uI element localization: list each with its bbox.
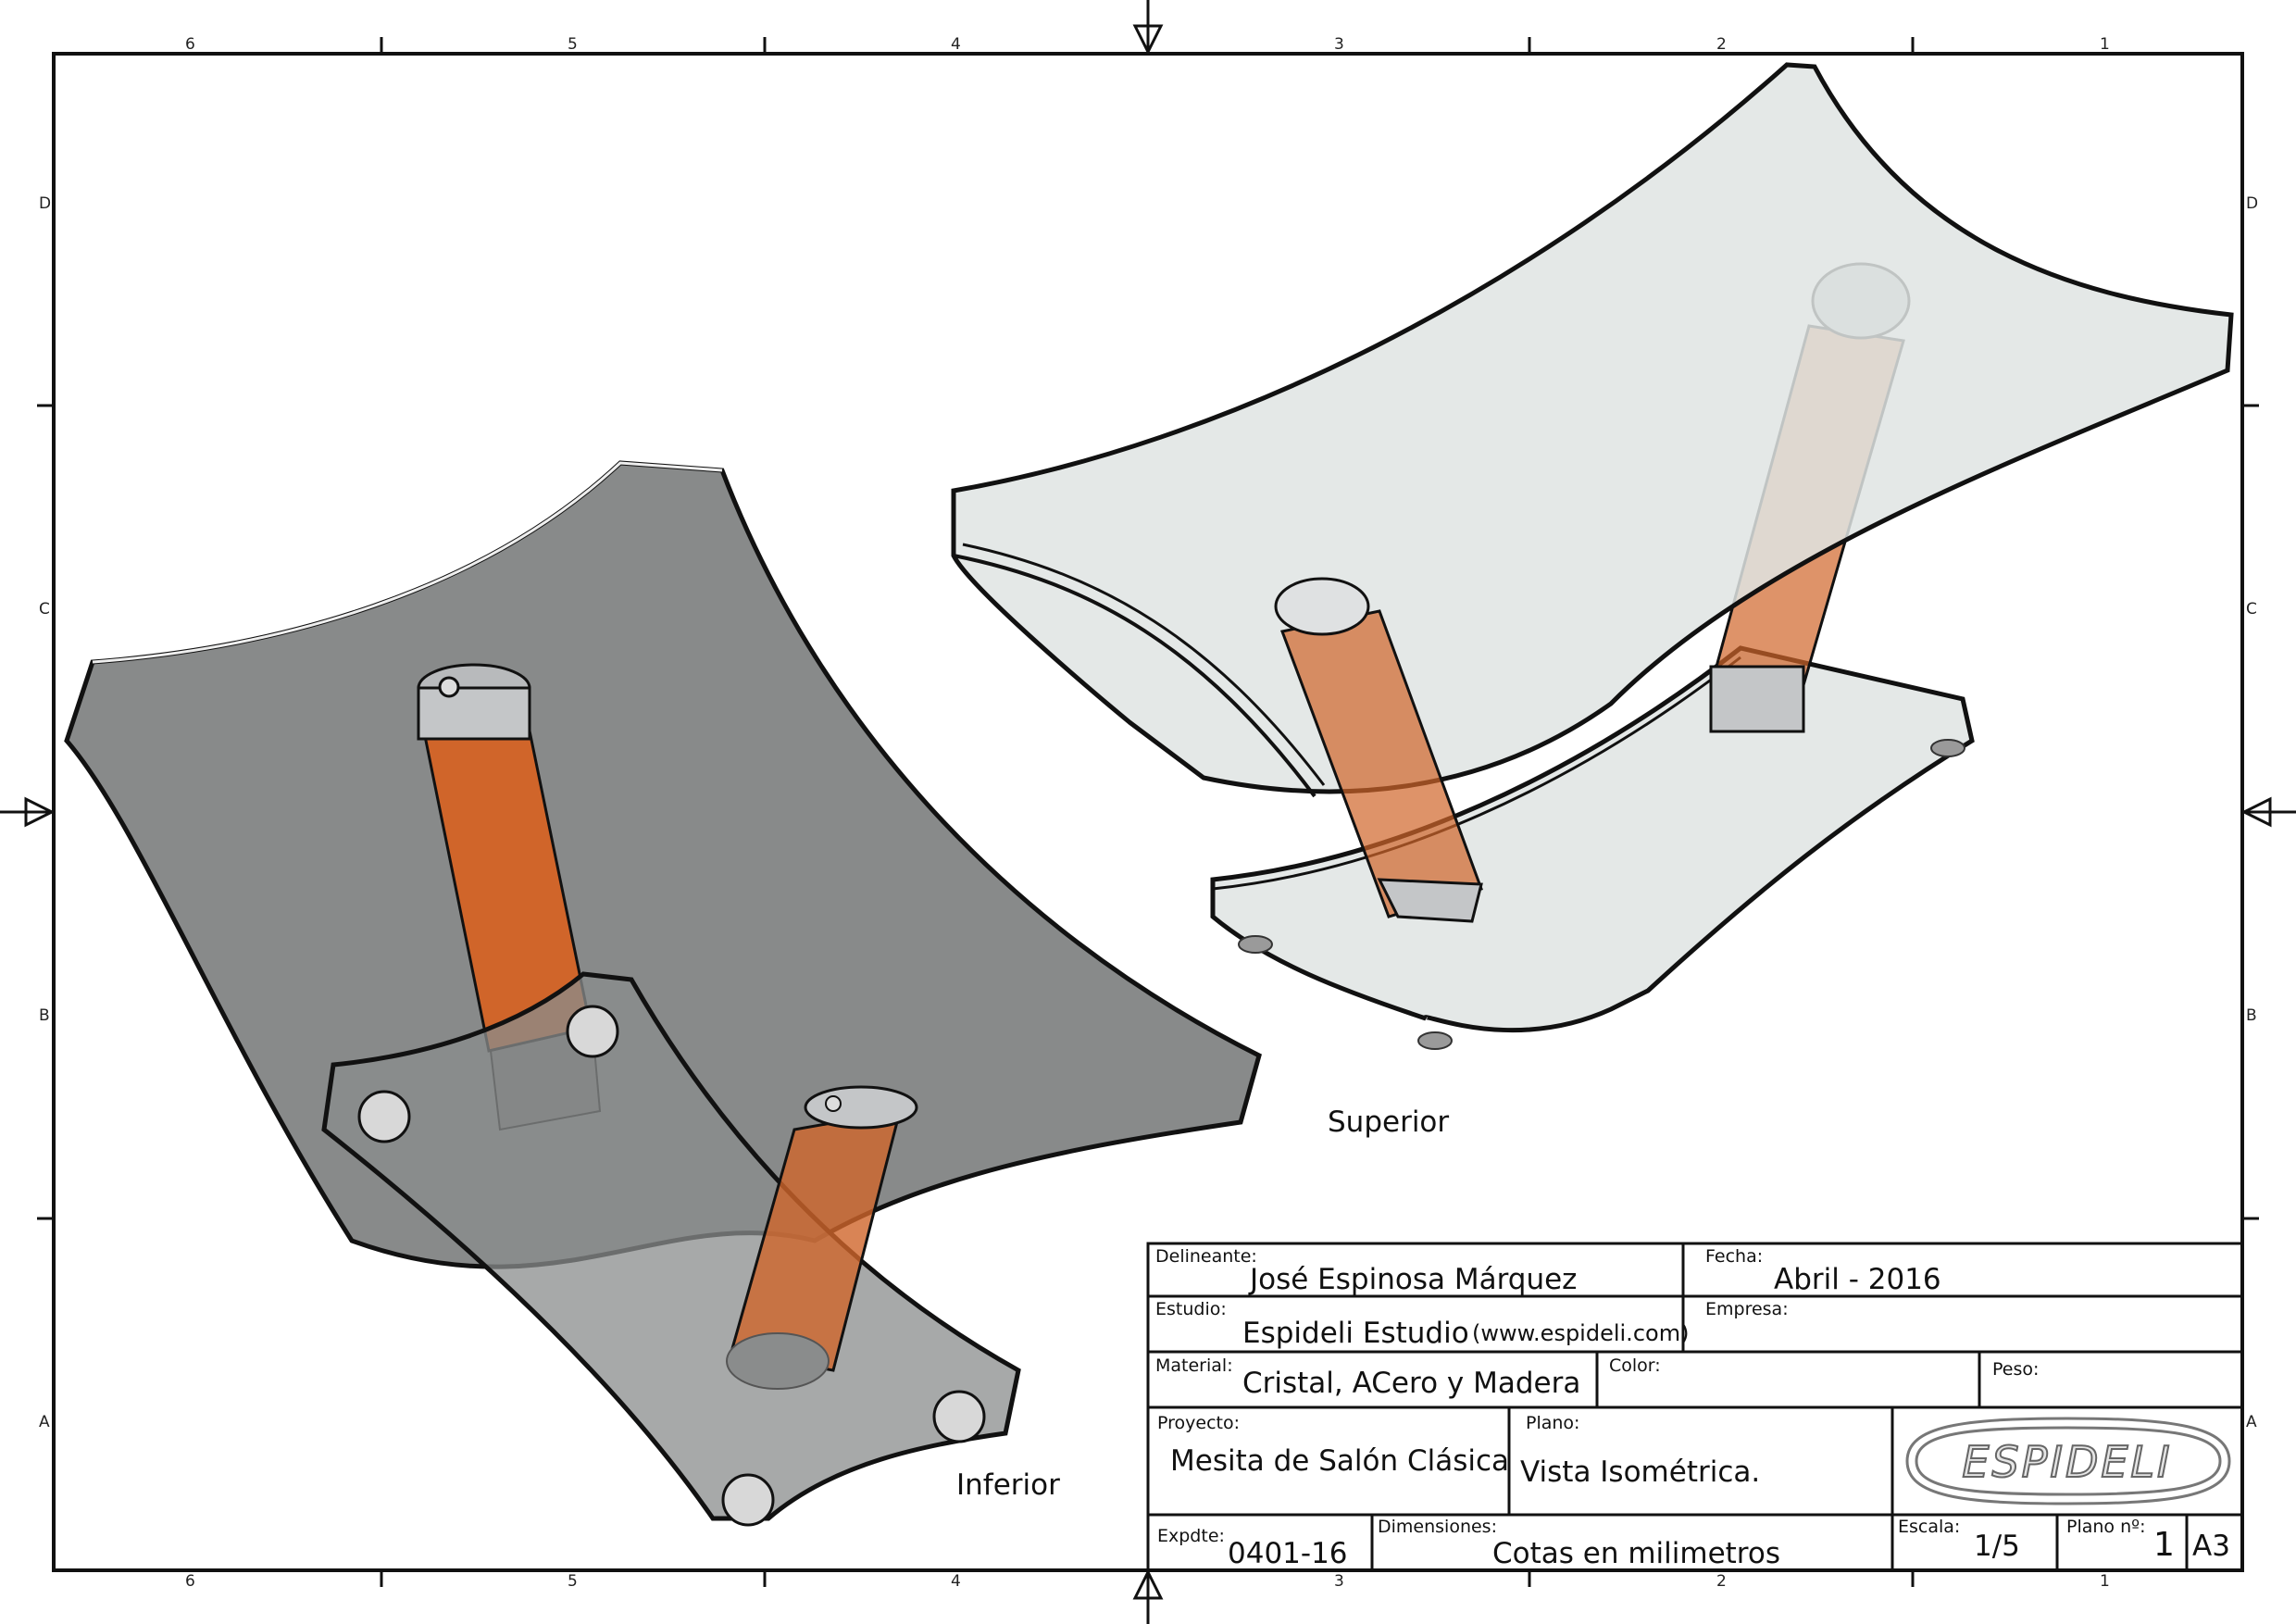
glass-top-top-view (951, 62, 2234, 794)
zone-col-4-top: 4 (951, 35, 961, 54)
view-label-inferior: Inferior (956, 1468, 1060, 1502)
proyecto-value: Mesita de Salón Clásica (1170, 1444, 1510, 1478)
fecha-label: Fecha: (1705, 1246, 1764, 1267)
estudio-label: Estudio: (1155, 1299, 1227, 1319)
color-label: Color: (1609, 1355, 1661, 1376)
espideli-logo: ESPIDELI (1961, 1436, 2173, 1488)
base-plate-top-view (1210, 645, 1975, 1032)
zone-col-5-bottom: 5 (568, 1572, 578, 1591)
zone-row-a-right: A (2246, 1413, 2257, 1431)
feet-bottom-view (357, 1005, 986, 1527)
dimensiones-label: Dimensiones: (1378, 1517, 1497, 1537)
zone-col-2-bottom: 2 (1716, 1572, 1727, 1591)
zone-col-2-top: 2 (1716, 35, 1727, 54)
zone-row-c-left: C (39, 600, 50, 618)
zone-col-3-top: 3 (1334, 35, 1344, 54)
zone-row-d-right: D (2246, 194, 2259, 213)
delineante-value: José Espinosa Márquez (1250, 1263, 1578, 1296)
estudio-value: Espideli Estudio (1242, 1317, 1469, 1350)
peso-label: Peso: (1992, 1359, 2040, 1380)
bottom-view-drawing (64, 460, 1262, 1527)
empresa-label: Empresa: (1705, 1299, 1789, 1319)
estudio-web: (www.espideli.com) (1472, 1320, 1690, 1346)
escala-label: Escala: (1898, 1517, 1961, 1537)
zone-row-b-left: B (39, 1006, 50, 1025)
zone-row-a-left: A (39, 1413, 50, 1431)
leg-front-top-view (1274, 577, 1483, 923)
material-label: Material: (1155, 1355, 1233, 1376)
delineante-label: Delineante: (1155, 1246, 1257, 1267)
expdte-value: 0401-16 (1228, 1537, 1348, 1570)
row-ticks (37, 404, 2259, 1220)
view-label-superior: Superior (1328, 1106, 1450, 1139)
plano-value: Vista Isométrica. (1520, 1455, 1761, 1489)
zone-col-6-bottom: 6 (185, 1572, 195, 1591)
feet-top-view (1238, 739, 1965, 1050)
material-value: Cristal, ACero y Madera (1242, 1367, 1581, 1400)
sheet-size: A3 (2192, 1530, 2230, 1563)
title-block-grid (1146, 1242, 2244, 1572)
fecha-value: Abril - 2016 (1774, 1263, 1941, 1296)
zone-col-1-bottom: 1 (2100, 1572, 2110, 1591)
expdte-label: Expdte: (1157, 1526, 1225, 1546)
plano-no-value: 1 (2153, 1526, 2175, 1564)
zone-col-3-bottom: 3 (1334, 1572, 1344, 1591)
zone-row-d-left: D (39, 194, 52, 213)
escala-value: 1/5 (1974, 1530, 2020, 1563)
zone-col-4-bottom: 4 (951, 1572, 961, 1591)
zone-col-6-top: 6 (185, 35, 195, 54)
espideli-logo-frame (1905, 1417, 2231, 1505)
plano-label: Plano: (1526, 1413, 1580, 1433)
plano-no-label: Plano nº: (2066, 1517, 2146, 1537)
column-ticks (380, 37, 1915, 1587)
top-view-drawing (951, 62, 2234, 1050)
proyecto-label: Proyecto: (1157, 1413, 1240, 1433)
zone-col-1-top: 1 (2100, 35, 2110, 54)
zone-row-c-right: C (2246, 600, 2257, 618)
zone-col-5-top: 5 (568, 35, 578, 54)
dimensiones-value: Cotas en milimetros (1492, 1537, 1780, 1570)
leg-lower-bottom-view (726, 1085, 918, 1390)
base-plate-bottom-view (321, 971, 1021, 1521)
zone-row-b-right: B (2246, 1006, 2257, 1025)
